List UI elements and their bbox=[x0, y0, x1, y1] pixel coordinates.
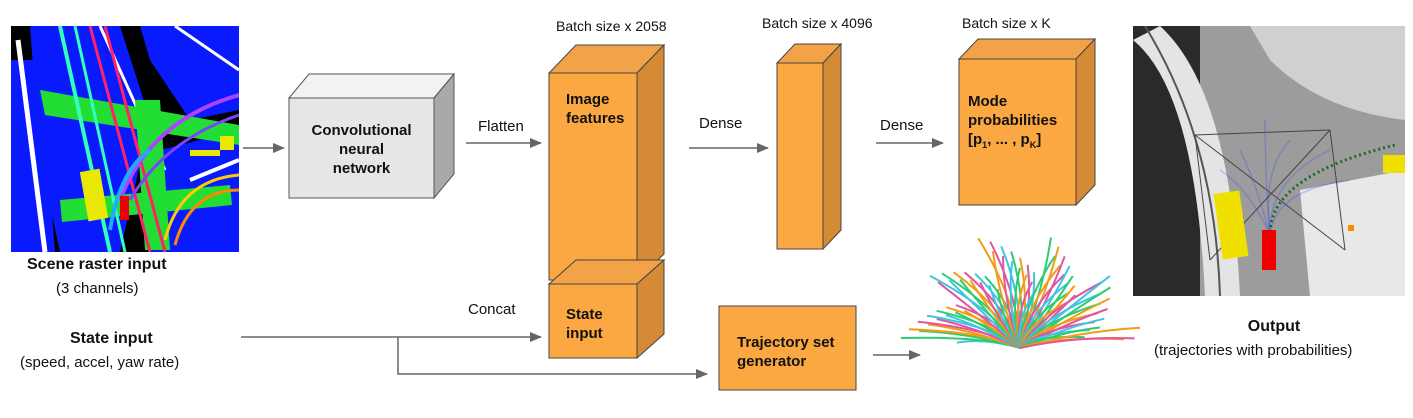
state-subtitle: (speed, accel, yaw rate) bbox=[20, 354, 180, 371]
dense-label-1: Dense bbox=[699, 115, 743, 132]
state-block-label-line2: input bbox=[566, 325, 603, 342]
state-title: State input bbox=[70, 330, 153, 347]
state-block-label: State input bbox=[566, 305, 603, 343]
modes-label-line1: Mode bbox=[968, 93, 1008, 110]
modes-mid: , ... , p bbox=[987, 131, 1030, 148]
trajectory-curve bbox=[1019, 337, 1135, 349]
scene-raster-image bbox=[11, 26, 239, 252]
cnn-block bbox=[287, 72, 456, 200]
features-size-label: Batch size x 2058 bbox=[556, 18, 667, 34]
generator-label-line1: Trajectory set bbox=[737, 334, 835, 351]
scene-title: Scene raster input bbox=[27, 256, 167, 273]
cnn-label-line2: neural bbox=[338, 141, 384, 158]
modes-prefix: [p bbox=[968, 131, 983, 148]
flatten-label: Flatten bbox=[478, 118, 524, 135]
concat-label: Concat bbox=[468, 301, 516, 318]
trajectory-generator-block bbox=[718, 305, 857, 391]
output-subtitle: (trajectories with probabilities) bbox=[1154, 342, 1353, 359]
generator-label-line2: generator bbox=[737, 353, 807, 370]
cnn-label: Convolutional neural network bbox=[289, 121, 434, 178]
modes-size-label: Batch size x K bbox=[962, 15, 1051, 31]
mode-probabilities-block bbox=[957, 37, 1097, 207]
cnn-label-line1: Convolutional bbox=[311, 122, 412, 139]
modes-label: Mode probabilities [p1, ... , pK] bbox=[968, 92, 1057, 155]
modes-suffix: ] bbox=[1036, 131, 1042, 148]
state-block-label-line1: State bbox=[566, 306, 603, 323]
modes-label-line3: [p1, ... , pK] bbox=[968, 130, 1057, 155]
arrow-to-generator bbox=[397, 337, 708, 379]
features-label: Image features bbox=[566, 90, 624, 128]
arrows bbox=[241, 138, 944, 379]
features-label-line2: features bbox=[566, 110, 625, 127]
output-title: Output bbox=[1247, 318, 1301, 335]
image-features-block bbox=[547, 43, 666, 282]
generator-label: Trajectory set generator bbox=[737, 333, 835, 371]
dense-label-2: Dense bbox=[880, 117, 924, 134]
scene-subtitle: (3 channels) bbox=[56, 280, 139, 297]
cnn-label-line3: network bbox=[332, 160, 391, 177]
modes-sub-k: K bbox=[1029, 140, 1037, 150]
state-input-block bbox=[547, 258, 666, 360]
hidden-size-label: Batch size x 4096 bbox=[762, 15, 873, 31]
modes-sub-1: 1 bbox=[982, 140, 988, 150]
output-map-image bbox=[1133, 26, 1405, 296]
features-label-line1: Image bbox=[566, 91, 610, 108]
modes-label-line2: probabilities bbox=[968, 112, 1058, 129]
trajectory-fan-image bbox=[900, 237, 1141, 349]
hidden-layer-block bbox=[775, 42, 843, 251]
